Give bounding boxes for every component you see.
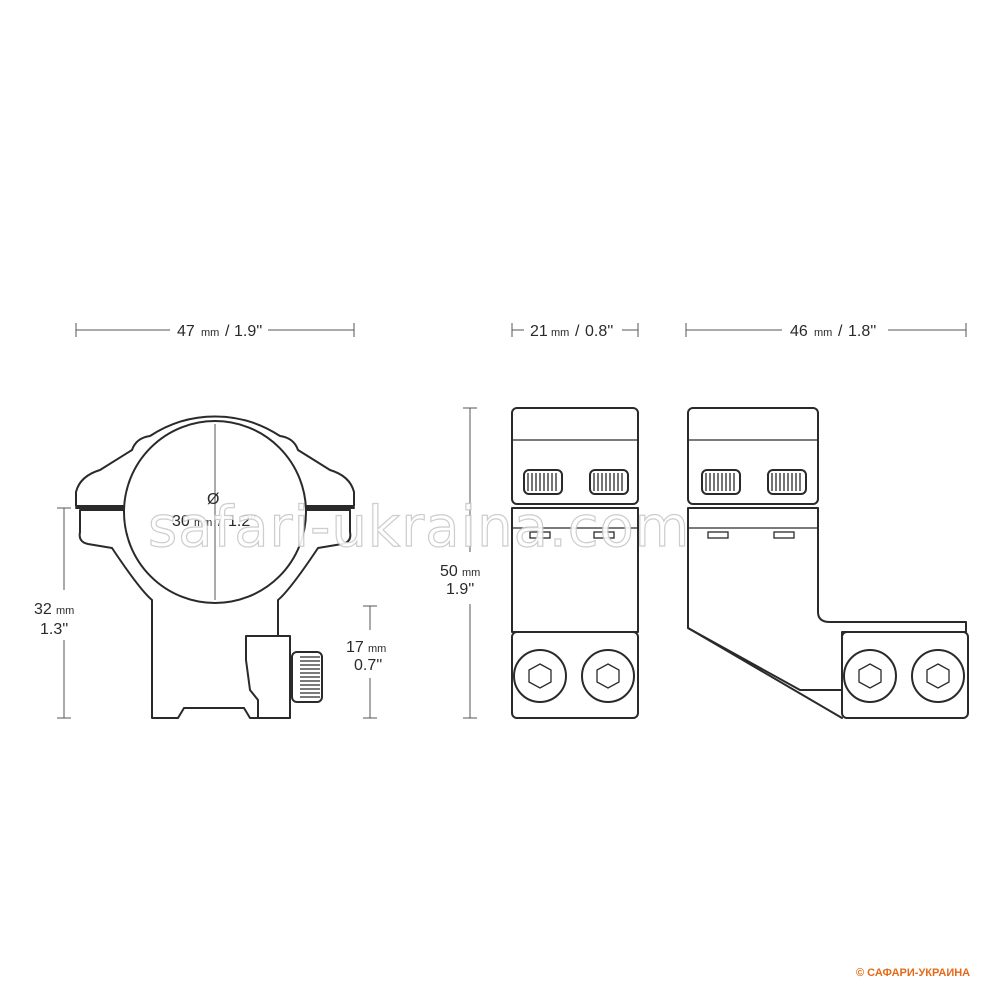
ring-diameter-separator: /	[218, 513, 223, 530]
side-hex-socket-right	[596, 663, 620, 689]
dimension-offset-length: 46 mm / 1.8''	[685, 323, 967, 340]
offset-slot-left	[707, 531, 729, 539]
offset-hex-socket-left	[858, 663, 882, 689]
side-base-clamp	[511, 631, 639, 719]
side-slot-left	[529, 531, 551, 539]
ring-width-imperial: 1.9''	[234, 323, 262, 340]
total-height-value: 50	[440, 563, 458, 580]
dimension-base-width: 21 mm / 0.8''	[511, 323, 639, 340]
dimension-total-height: 50 mm 1.9''	[440, 407, 480, 719]
front-view-ring-mount	[75, 415, 355, 719]
offset-screw-knurl	[705, 473, 801, 491]
base-width-imperial: 0.8''	[585, 323, 613, 340]
offset-length-unit: mm	[814, 327, 832, 339]
total-height-imperial: 1.9''	[446, 581, 474, 598]
side-view-offset	[687, 407, 969, 719]
total-height-unit: mm	[462, 567, 480, 579]
ring-diameter-unit: mm	[194, 517, 212, 529]
side-hex-bolt-left	[513, 649, 567, 703]
dimension-ring-diameter: Ø 30 mm / 1.2''	[172, 491, 256, 530]
dimension-clamp-height: 17 mm 0.7''	[346, 605, 386, 719]
credit-text: © САФАРИ-УКРАИНА	[856, 967, 970, 979]
offset-base-clamp	[841, 631, 969, 719]
side-hex-bolt-right	[581, 649, 635, 703]
side-body	[511, 507, 639, 633]
clamp-height-imperial: 0.7''	[354, 657, 382, 674]
center-height-value: 32	[34, 601, 52, 618]
ring-width-unit: mm	[201, 327, 219, 339]
watermark-text: safari-ukraina.com	[148, 495, 690, 560]
base-width-unit: mm	[551, 327, 569, 339]
side-screw-knurl	[527, 473, 623, 491]
clamp-block	[245, 635, 291, 719]
ring-diameter-value: 30	[172, 513, 190, 530]
offset-arm-lower-edge	[687, 627, 843, 719]
clamp-knob-knurl	[300, 656, 320, 698]
base-width-value: 21	[530, 323, 548, 340]
base-width-separator: /	[575, 323, 580, 340]
ring-width-value: 47	[177, 323, 195, 340]
offset-hex-bolt-right	[911, 649, 965, 703]
diameter-symbol: Ø	[207, 491, 219, 508]
center-height-unit: mm	[56, 605, 74, 617]
dimension-ring-width: 47 mm / 1.9''	[75, 323, 355, 340]
side-view-straight	[511, 407, 639, 719]
offset-length-separator: /	[838, 323, 843, 340]
center-height-imperial: 1.3''	[40, 621, 68, 638]
ring-diameter-imperial: 1.2''	[228, 513, 256, 530]
clamp-height-unit: mm	[368, 643, 386, 655]
offset-length-imperial: 1.8''	[848, 323, 876, 340]
offset-length-value: 46	[790, 323, 808, 340]
clamp-height-value: 17	[346, 639, 364, 656]
ring-width-separator: /	[225, 323, 230, 340]
side-hex-socket-left	[528, 663, 552, 689]
side-slot-right	[593, 531, 615, 539]
dimension-center-height: 32 mm 1.3''	[34, 507, 74, 719]
offset-hex-socket-right	[926, 663, 950, 689]
offset-hex-bolt-left	[843, 649, 897, 703]
offset-slot-right	[773, 531, 795, 539]
